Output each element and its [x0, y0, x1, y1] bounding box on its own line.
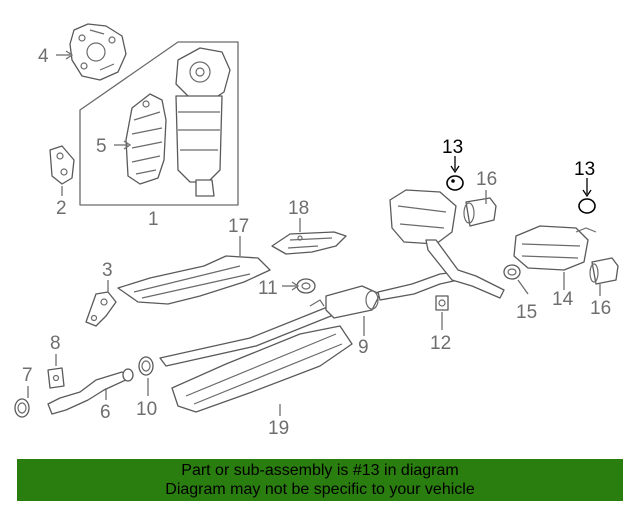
- center-muffler: [389, 189, 505, 299]
- callout-11: 11: [258, 278, 278, 299]
- callout-4: 4: [38, 46, 49, 67]
- part-17-heat-shield[interactable]: [117, 255, 271, 305]
- part-14-rear-muffler[interactable]: [513, 225, 597, 271]
- part-19-floor-heat-shield[interactable]: [171, 325, 353, 413]
- exhaust-parts-diagram: 1 2 3 4 5 6 7 8 9 10 11 12 13 13 14 15 1…: [14, 23, 619, 439]
- callout-labels: 1 2 3 4 5 6 7 8 9 10 11 12 13 13 14 15 1…: [22, 46, 611, 439]
- part-15-gasket[interactable]: [503, 264, 521, 280]
- part-2-bracket[interactable]: [49, 145, 75, 185]
- callout-10: 10: [136, 399, 157, 420]
- callout-7: 7: [22, 365, 33, 386]
- callout-18: 18: [288, 198, 309, 219]
- banner-line-1: Part or sub-assembly is #13 in diagram: [181, 462, 459, 479]
- leader-lines: [27, 50, 601, 416]
- callout-16b: 16: [590, 298, 611, 319]
- catalyst-group-box: [79, 41, 239, 206]
- part-3-bracket[interactable]: [85, 291, 117, 327]
- part-10-gasket[interactable]: [138, 356, 154, 376]
- callout-13a: 13: [442, 137, 463, 158]
- callout-3: 3: [102, 260, 113, 281]
- callout-12: 12: [430, 333, 451, 354]
- part-16-tail-finisher-lower[interactable]: [589, 257, 619, 285]
- part-7-gasket[interactable]: [14, 398, 30, 418]
- callout-6: 6: [100, 402, 111, 423]
- part-13-ring-upper[interactable]: [446, 175, 464, 191]
- part-12-hanger[interactable]: [435, 295, 449, 311]
- part-16-tail-finisher-upper[interactable]: [463, 197, 497, 227]
- callout-5: 5: [96, 136, 107, 157]
- callout-19: 19: [268, 418, 289, 439]
- info-banner: Part or sub-assembly is #13 in diagram D…: [17, 459, 623, 501]
- catalytic-converter: [175, 47, 231, 197]
- callout-14: 14: [552, 289, 574, 310]
- part-13-ring-lower[interactable]: [578, 198, 596, 214]
- part-11-rubber-mount[interactable]: [296, 278, 316, 294]
- front-pipe: [47, 368, 134, 415]
- callout-13b: 13: [574, 159, 595, 180]
- callout-9: 9: [358, 337, 369, 358]
- part-5-heat-shield[interactable]: [125, 93, 167, 185]
- part-9-main-pipe-resonator[interactable]: [159, 271, 459, 367]
- callout-17: 17: [228, 216, 249, 237]
- callout-15: 15: [516, 302, 537, 323]
- banner-line-2: Diagram may not be specific to your vehi…: [165, 481, 475, 498]
- callout-1: 1: [148, 209, 159, 230]
- part-4-heat-shield-bracket[interactable]: [69, 23, 127, 81]
- part-18-heat-shield[interactable]: [271, 231, 347, 255]
- callout-2: 2: [56, 198, 67, 219]
- callout-16a: 16: [476, 169, 497, 190]
- callout-8: 8: [50, 333, 61, 354]
- part-8-rubber-hanger[interactable]: [47, 367, 65, 389]
